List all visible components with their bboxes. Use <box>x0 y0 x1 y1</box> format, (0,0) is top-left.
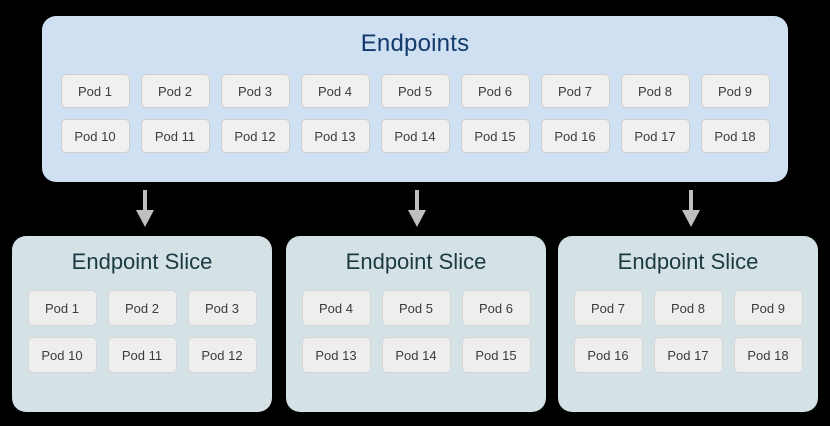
pod-chip[interactable]: Pod 16 <box>540 119 610 153</box>
endpoints-panel: Endpoints Pod 1 Pod 2 Pod 3 Pod 4 Pod 5 … <box>42 16 788 182</box>
pod-chip[interactable]: Pod 16 <box>573 337 643 373</box>
arrow-shaft <box>689 190 693 212</box>
pod-chip[interactable]: Pod 6 <box>460 74 530 108</box>
pod-chip[interactable]: Pod 7 <box>540 74 610 108</box>
endpoint-slice-panel-2: Endpoint Slice Pod 4 Pod 5 Pod 6 Pod 13 … <box>286 236 546 412</box>
pod-chip[interactable]: Pod 14 <box>381 337 451 373</box>
pod-chip[interactable]: Pod 9 <box>700 74 770 108</box>
endpoint-slice-title: Endpoint Slice <box>617 249 759 274</box>
arrow-head <box>136 210 154 227</box>
pod-chip[interactable]: Pod 10 <box>60 119 130 153</box>
pod-row: Pod 7 Pod 8 Pod 9 <box>558 290 818 326</box>
slice-pod-grid: Pod 7 Pod 8 Pod 9 Pod 16 Pod 17 Pod 18 <box>558 290 818 373</box>
pod-chip[interactable]: Pod 11 <box>140 119 210 153</box>
pod-row: Pod 10 Pod 11 Pod 12 Pod 13 Pod 14 Pod 1… <box>56 119 774 153</box>
arrow-down-icon <box>408 190 426 227</box>
arrow-head <box>682 210 700 227</box>
pod-chip[interactable]: Pod 11 <box>107 337 177 373</box>
pod-chip[interactable]: Pod 8 <box>653 290 723 326</box>
pod-chip[interactable]: Pod 13 <box>300 119 370 153</box>
pod-chip[interactable]: Pod 5 <box>380 74 450 108</box>
pod-chip[interactable]: Pod 12 <box>187 337 257 373</box>
pod-chip[interactable]: Pod 15 <box>460 119 530 153</box>
pod-row: Pod 4 Pod 5 Pod 6 <box>286 290 546 326</box>
endpoint-slice-title: Endpoint Slice <box>345 249 487 274</box>
arrow-head <box>408 210 426 227</box>
pod-chip[interactable]: Pod 15 <box>461 337 531 373</box>
endpoints-title: Endpoints <box>360 30 470 57</box>
endpoint-slice-panel-3: Endpoint Slice Pod 7 Pod 8 Pod 9 Pod 16 … <box>558 236 818 412</box>
pod-chip[interactable]: Pod 5 <box>381 290 451 326</box>
pod-chip[interactable]: Pod 2 <box>107 290 177 326</box>
pod-chip[interactable]: Pod 7 <box>573 290 643 326</box>
pod-chip[interactable]: Pod 8 <box>620 74 690 108</box>
arrow-down-icon <box>136 190 154 227</box>
pod-chip[interactable]: Pod 12 <box>220 119 290 153</box>
pod-chip[interactable]: Pod 10 <box>27 337 97 373</box>
endpoint-slice-panel-1: Endpoint Slice Pod 1 Pod 2 Pod 3 Pod 10 … <box>12 236 272 412</box>
slice-pod-grid: Pod 1 Pod 2 Pod 3 Pod 10 Pod 11 Pod 12 <box>12 290 272 373</box>
pod-chip[interactable]: Pod 4 <box>301 290 371 326</box>
pod-chip[interactable]: Pod 3 <box>220 74 290 108</box>
endpoints-pod-grid: Pod 1 Pod 2 Pod 3 Pod 4 Pod 5 Pod 6 Pod … <box>42 74 788 153</box>
pod-chip[interactable]: Pod 6 <box>461 290 531 326</box>
pod-row: Pod 10 Pod 11 Pod 12 <box>12 337 272 373</box>
slice-pod-grid: Pod 4 Pod 5 Pod 6 Pod 13 Pod 14 Pod 15 <box>286 290 546 373</box>
pod-chip[interactable]: Pod 18 <box>733 337 803 373</box>
pod-chip[interactable]: Pod 17 <box>653 337 723 373</box>
pod-chip[interactable]: Pod 18 <box>700 119 770 153</box>
pod-chip[interactable]: Pod 2 <box>140 74 210 108</box>
endpoint-slice-title: Endpoint Slice <box>71 249 213 274</box>
pod-chip[interactable]: Pod 14 <box>380 119 450 153</box>
pod-chip[interactable]: Pod 3 <box>187 290 257 326</box>
pod-chip[interactable]: Pod 13 <box>301 337 371 373</box>
pod-row: Pod 1 Pod 2 Pod 3 <box>12 290 272 326</box>
pod-row: Pod 16 Pod 17 Pod 18 <box>558 337 818 373</box>
pod-chip[interactable]: Pod 9 <box>733 290 803 326</box>
pod-chip[interactable]: Pod 1 <box>27 290 97 326</box>
arrow-shaft <box>143 190 147 212</box>
pod-row: Pod 13 Pod 14 Pod 15 <box>286 337 546 373</box>
pod-chip[interactable]: Pod 17 <box>620 119 690 153</box>
pod-chip[interactable]: Pod 4 <box>300 74 370 108</box>
pod-chip[interactable]: Pod 1 <box>60 74 130 108</box>
arrow-shaft <box>415 190 419 212</box>
pod-row: Pod 1 Pod 2 Pod 3 Pod 4 Pod 5 Pod 6 Pod … <box>56 74 774 108</box>
arrow-down-icon <box>682 190 700 227</box>
